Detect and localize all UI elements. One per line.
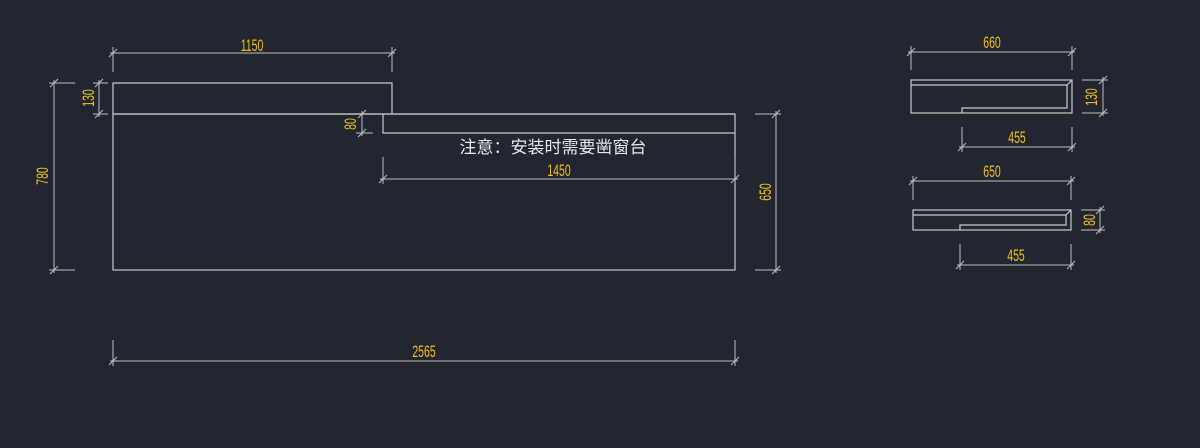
dim-text: 130 <box>78 89 97 107</box>
detail-top-section: 660 130 455 <box>906 32 1108 152</box>
dim-text: 780 <box>32 167 51 185</box>
dim-top-height: 130 <box>78 78 108 119</box>
dim-text: 1450 <box>547 160 571 179</box>
dim-detail-top-width: 660 <box>906 32 1077 70</box>
dim-text: 80 <box>1079 214 1098 226</box>
dim-text: 455 <box>1007 245 1025 264</box>
dim-right-height: 650 <box>755 109 781 275</box>
dim-detail-bottom-width: 650 <box>908 161 1076 200</box>
dim-text: 650 <box>983 161 1001 180</box>
dim-detail-top-height: 130 <box>1081 75 1108 118</box>
dim-step-height: 80 <box>340 109 373 138</box>
dim-text: 80 <box>340 118 359 130</box>
dim-text: 1150 <box>241 35 264 54</box>
dim-step-width: 1450 <box>378 157 740 184</box>
dim-text: 130 <box>1081 88 1100 106</box>
dim-text: 455 <box>1008 127 1026 146</box>
detail-bottom-section: 650 80 455 <box>908 161 1105 270</box>
dim-text: 2565 <box>412 341 436 360</box>
dim-text: 650 <box>755 183 774 201</box>
dim-text: 660 <box>983 32 1001 51</box>
installation-note: 注意：安装时需要凿窗台 <box>460 138 647 158</box>
main-outline <box>112 82 736 271</box>
dim-detail-top-inner: 455 <box>957 127 1077 152</box>
dim-top-width: 1150 <box>108 35 397 72</box>
dim-detail-bottom-height: 80 <box>1079 205 1105 235</box>
dim-detail-bottom-inner: 455 <box>955 244 1076 270</box>
dim-total-width: 2565 <box>108 340 740 366</box>
dim-total-height: 780 <box>32 78 75 275</box>
